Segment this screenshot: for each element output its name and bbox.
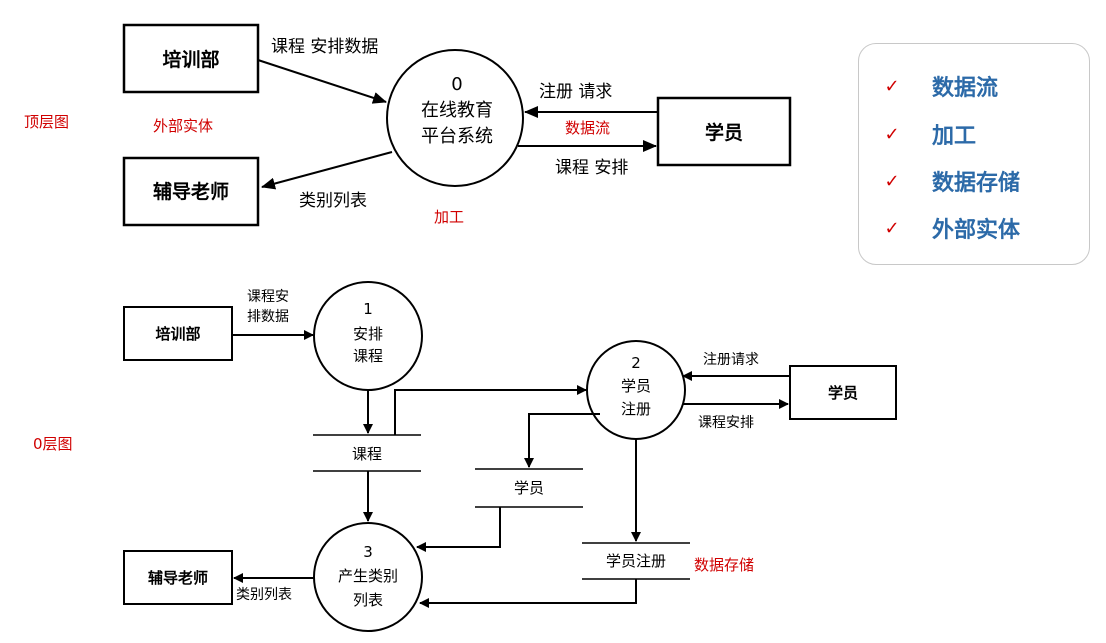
l0-training-dept-label: 培训部 (155, 325, 200, 343)
l0-flow-registration-request-label: 注册请求 (703, 352, 759, 368)
flow-course-schedule-data-label: 课程 安排数据 (271, 37, 378, 57)
top-level-diagram-label: 顶层图 (24, 113, 69, 131)
flow-registration-request-label: 注册 请求 (539, 82, 612, 102)
process-1-line2: 课程 (353, 347, 383, 365)
flow-category-list-label: 类别列表 (299, 191, 367, 211)
online-education-process (386, 49, 524, 187)
l0-flow-course-store-to-p2 (394, 385, 587, 435)
flow-course-schedule-label: 课程 安排 (555, 158, 628, 178)
tutor-label: 辅导老师 (153, 180, 229, 203)
top-level-diagram: 培训部 辅导老师 学员 0 在线教育 平台系统 课程 安排数据 注册 请求 课程… (122, 23, 792, 227)
legend-item-label: 加工 (932, 124, 977, 149)
l0-student-label: 学员 (828, 384, 858, 402)
process-name-line1: 在线教育 (421, 100, 493, 121)
data-flow-annotation: 数据流 (565, 119, 610, 137)
flow-course-schedule-data (257, 59, 387, 104)
l0-tutor-entity (123, 550, 233, 605)
store-registration-label: 学员注册 (606, 552, 666, 570)
external-entity-annotation: 外部实体 (153, 117, 213, 135)
tutor-entity (122, 156, 260, 227)
l0-flow-category-list-label: 类别列表 (236, 587, 292, 603)
process-number: 0 (451, 74, 462, 95)
l0-flow-registration-store-to-p3 (419, 579, 637, 608)
legend-item-label: 数据存储 (932, 171, 1021, 196)
l0-flow-p2-to-student-store (524, 413, 600, 468)
process-2-line1: 学员 (621, 377, 651, 395)
data-store-annotation: 数据存储 (694, 556, 754, 574)
process-2-line2: 注册 (621, 400, 651, 418)
l0-flow-student-store-to-p3 (416, 507, 501, 552)
process-name-line2: 平台系统 (421, 126, 493, 147)
legend-box: ✓ 数据流 ✓ 加工 ✓ 数据存储 ✓ 外部实体 (858, 43, 1090, 265)
level-zero-diagram: 培训部 学员 辅导老师 1 安排 课程 2 学员 注册 3 产生类别 列表 课程… (123, 281, 897, 632)
process-3-line2: 列表 (353, 591, 383, 609)
student-entity (656, 96, 792, 167)
store-course-label: 课程 (352, 445, 382, 463)
l0-flow-schedule-data-line1: 课程安 (247, 289, 289, 305)
training-dept-entity (122, 23, 260, 94)
l0-training-dept-entity (123, 306, 233, 361)
legend-item-label: 外部实体 (932, 218, 1021, 243)
red-check-icon: ✓ (884, 217, 900, 239)
student-label: 学员 (705, 121, 743, 144)
process-annotation: 加工 (434, 208, 464, 226)
store-student-label: 学员 (514, 479, 544, 497)
l0-tutor-label: 辅导老师 (148, 569, 208, 587)
training-dept-label: 培训部 (162, 48, 219, 71)
l0-flow-schedule-data-line2: 排数据 (247, 309, 289, 325)
red-check-icon: ✓ (884, 170, 900, 192)
l0-flow-course-schedule-label: 课程安排 (698, 415, 754, 431)
red-check-icon: ✓ (884, 75, 900, 97)
flow-category-list (261, 151, 393, 190)
l0-student-entity (789, 365, 897, 420)
level-zero-diagram-label: 0层图 (33, 435, 73, 453)
process-2-number: 2 (631, 354, 641, 372)
process-3-line1: 产生类别 (338, 567, 398, 585)
process-1-line1: 安排 (353, 325, 383, 343)
red-check-icon: ✓ (884, 123, 900, 145)
process-1-number: 1 (363, 300, 373, 318)
process-3-number: 3 (363, 543, 373, 561)
legend-item-label: 数据流 (932, 76, 999, 101)
